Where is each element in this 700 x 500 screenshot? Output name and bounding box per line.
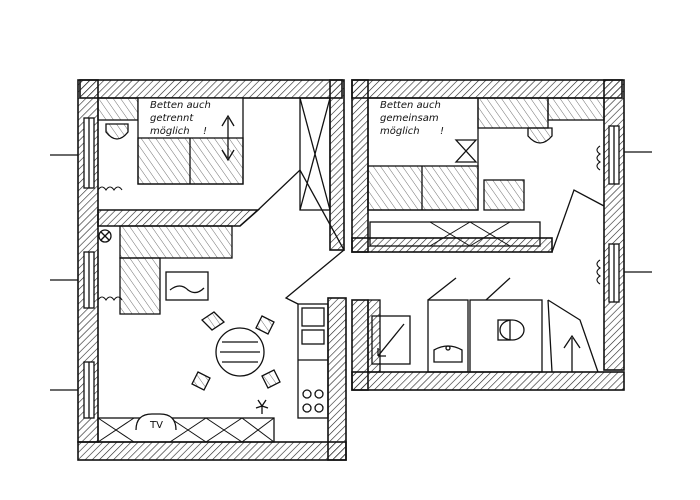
note-right-line-2: gemeinsam (380, 113, 439, 124)
sink-icon-right (527, 127, 553, 144)
note-line-1: Betten auch (150, 100, 211, 111)
chairs (191, 311, 281, 391)
plant-icon (255, 399, 269, 414)
hourglass-icon (454, 139, 478, 163)
sink-bath-icon (433, 345, 463, 363)
lamp-icon (98, 229, 112, 243)
windows-right (608, 125, 652, 303)
windows-left (50, 117, 95, 419)
toilet-icon (497, 319, 525, 341)
left-bedroom (97, 97, 331, 211)
living-room (97, 168, 345, 443)
radiators (97, 145, 601, 301)
note-bedroom-left: Betten auch getrennt möglich ! (150, 100, 211, 137)
arrow-updown-icon (221, 114, 235, 162)
right-bedroom (367, 97, 605, 253)
bathroom (367, 277, 599, 373)
sink-icon (105, 123, 129, 140)
tv-label: TV (149, 420, 163, 431)
note-bedroom-right: Betten auch gemeinsam möglich ! (380, 100, 444, 137)
note-right-line-3: möglich (380, 126, 420, 137)
note-line-3: möglich (150, 126, 190, 137)
note-right-exclaim: ! (440, 126, 444, 137)
note-exclaim: ! (203, 126, 207, 137)
note-line-2: getrennt (150, 113, 194, 124)
note-right-line-1: Betten auch (380, 100, 441, 111)
entrance-arrow-icon (563, 334, 581, 372)
stove-icon (302, 389, 324, 413)
